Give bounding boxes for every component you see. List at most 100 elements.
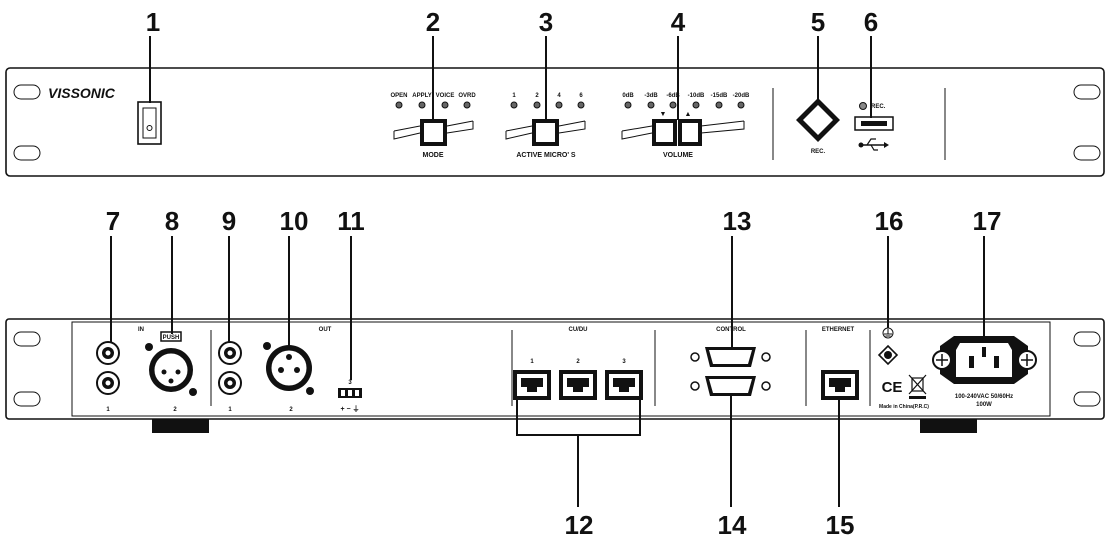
- mode-led-label: OVRD: [458, 93, 476, 99]
- usb-icon: [858, 138, 889, 151]
- input-section: IN 1 PUSH 2: [96, 327, 197, 413]
- callout-number: 17: [973, 206, 1002, 236]
- callout-number: 10: [280, 206, 309, 236]
- cudu-label: CU/DU: [569, 327, 588, 333]
- in-number: 1: [106, 407, 110, 413]
- callout-number: 4: [671, 7, 686, 37]
- volume-led-label: -3dB: [644, 93, 658, 99]
- mode-led-label: OPEN: [390, 93, 407, 99]
- rack-slot-top-left: [13, 84, 41, 100]
- xlr-input-2[interactable]: PUSH: [145, 331, 197, 396]
- callout-number: 8: [165, 206, 179, 236]
- mode-led-label: APPLY: [412, 93, 431, 99]
- volume-section: 0dB -3dB -6dB -10dB -15dB -20dB ▼ ▲ VOLU…: [621, 93, 750, 159]
- made-in-label: Made in China(P.R.C): [879, 404, 929, 410]
- volume-led: [669, 101, 677, 109]
- out-number: 2: [289, 407, 293, 413]
- power-switch-o-icon: [146, 125, 153, 131]
- rack-slot-bottom-left: [13, 145, 41, 161]
- mics-bracket: [505, 120, 586, 140]
- out-number: 1: [228, 407, 232, 413]
- rca-output-1[interactable]: [218, 341, 242, 365]
- rj45-port[interactable]: [605, 370, 643, 400]
- callout-number: 3: [539, 7, 553, 37]
- rca-input-1[interactable]: [96, 341, 120, 365]
- volume-led: [692, 101, 700, 109]
- volume-down-arrow: ▼: [660, 111, 667, 118]
- in-label: IN: [138, 327, 144, 333]
- db9-port-top[interactable]: [690, 347, 771, 367]
- mic-led: [510, 101, 518, 109]
- callout-number: 11: [337, 206, 365, 236]
- callout-number: 9: [222, 206, 236, 236]
- callout-number: 2: [426, 7, 440, 37]
- ground-screw[interactable]: [877, 344, 899, 366]
- callout-number: 12: [565, 510, 594, 540]
- rear-panel: IN 1 PUSH 2: [5, 318, 1105, 433]
- mic-led-label: 1: [512, 93, 516, 99]
- db9-port-bottom[interactable]: [690, 376, 771, 396]
- ethernet-port[interactable]: [821, 370, 859, 400]
- callout-number: 13: [723, 206, 752, 236]
- rear-callouts: 7 8 9 10 11 13 16 17 12 14 15: [106, 206, 1002, 540]
- volume-led-label: -6dB: [666, 93, 680, 99]
- power-switch[interactable]: [137, 101, 162, 145]
- push-label: PUSH: [163, 335, 180, 341]
- rack-slot-rear-left-top: [13, 331, 41, 347]
- rack-slot-rear-left-bottom: [13, 391, 41, 407]
- power-rating-line1: 100-240VAC 50/60Hz: [955, 394, 1013, 400]
- volume-bracket: [621, 120, 745, 140]
- rack-slot-top-right: [1073, 84, 1101, 100]
- active-mics-section: 1 2 4 6 ACTIVE MICRO' S: [505, 93, 586, 159]
- power-rating-line2: 100W: [976, 402, 992, 408]
- terminal-number: 3: [348, 380, 352, 386]
- rca-output-1b[interactable]: [218, 371, 242, 395]
- mic-led: [533, 101, 541, 109]
- cudu-section: CU/DU 1 2 3: [513, 327, 643, 400]
- cudu-port-number: 1: [530, 359, 534, 365]
- mode-led: [418, 101, 426, 109]
- xlr-output-2[interactable]: [263, 342, 314, 395]
- callout-number: 16: [875, 206, 904, 236]
- mic-led-label: 2: [535, 93, 539, 99]
- volume-led: [737, 101, 745, 109]
- mode-section: OPEN APPLY VOICE OVRD MODE: [390, 93, 476, 159]
- mode-led: [463, 101, 471, 109]
- callout-number: 6: [864, 7, 878, 37]
- ce-mark: CE: [882, 379, 903, 396]
- terminal-block[interactable]: 3 + − ⏚: [338, 380, 362, 413]
- terminal-symbols: + − ⏚: [340, 405, 359, 413]
- volume-led: [715, 101, 723, 109]
- rec-button-label: REC.: [811, 149, 826, 155]
- mic-led-label: 4: [557, 93, 561, 99]
- mic-led: [555, 101, 563, 109]
- volume-label: VOLUME: [663, 152, 693, 159]
- rca-input-1b[interactable]: [96, 371, 120, 395]
- rack-slot-rear-right-top: [1073, 331, 1101, 347]
- rj45-port[interactable]: [513, 370, 551, 400]
- weee-bin-icon: [908, 374, 927, 399]
- in-number: 2: [173, 407, 177, 413]
- rec-led-label: REC.: [871, 104, 886, 110]
- rj45-port[interactable]: [559, 370, 597, 400]
- rubber-foot: [152, 419, 209, 433]
- active-mics-label: ACTIVE MICRO' S: [516, 152, 576, 159]
- iec-power-inlet[interactable]: [932, 336, 1037, 384]
- mode-label: MODE: [423, 152, 444, 159]
- mic-led-label: 6: [579, 93, 583, 99]
- cudu-port-number: 3: [622, 359, 626, 365]
- mode-bracket: [393, 120, 474, 140]
- volume-led-label: 0dB: [622, 93, 634, 99]
- callout-number: 14: [718, 510, 747, 540]
- volume-led: [624, 101, 632, 109]
- callout-number: 15: [826, 510, 855, 540]
- volume-led-label: -15dB: [711, 93, 728, 99]
- volume-up-arrow: ▲: [685, 111, 692, 118]
- front-panel: VISSONIC OPEN APPLY VOICE OVRD MODE 1 2: [5, 67, 1105, 177]
- brand-logo: VISSONIC: [48, 85, 116, 101]
- rec-section: REC.: [796, 98, 840, 155]
- ethernet-section: ETHERNET: [821, 327, 859, 400]
- mode-led-label: VOICE: [436, 93, 455, 99]
- out-label: OUT: [319, 327, 332, 333]
